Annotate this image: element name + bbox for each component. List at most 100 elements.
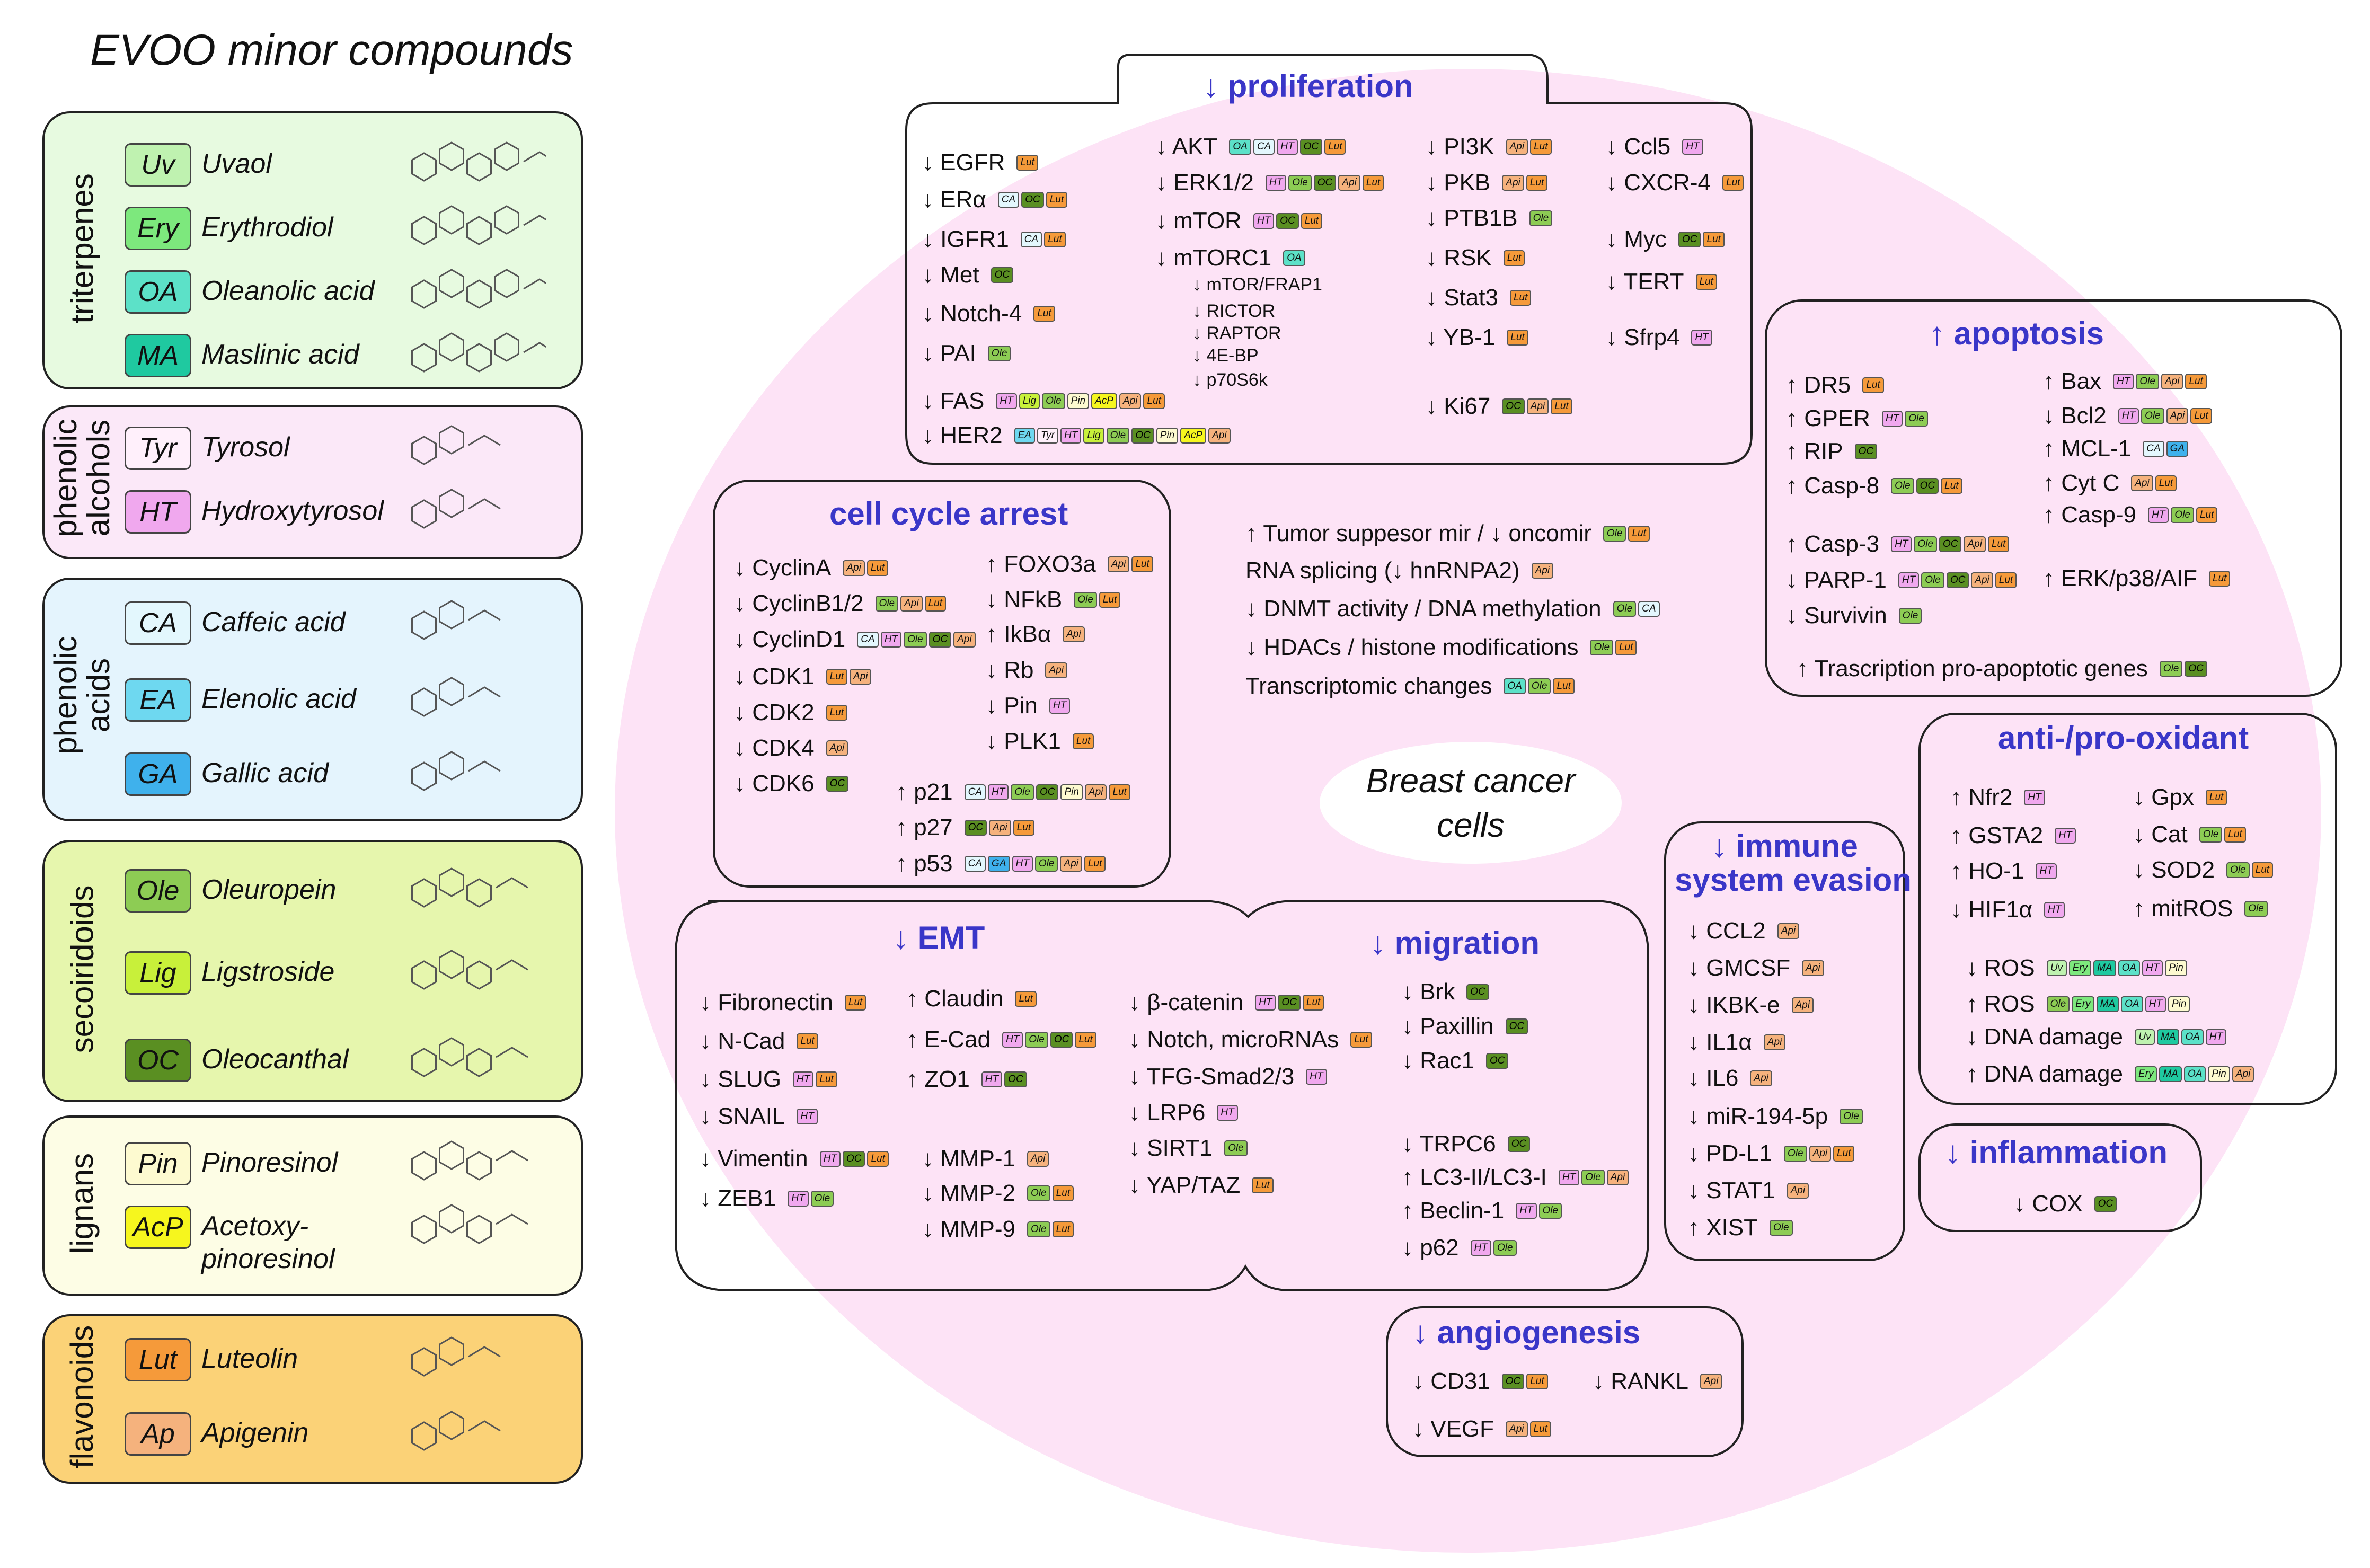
compound-tag-ht: HT (1898, 572, 1920, 588)
compound-tag-api: Api (1763, 1034, 1786, 1050)
compound-tag-api: Api (1809, 1146, 1831, 1162)
compound-tag-oc: OC (1507, 1136, 1531, 1152)
effect-label: ↑ RIP (1786, 438, 1843, 464)
compound-tag-tyr: Tyr (1037, 428, 1058, 444)
compound-tag-api: Api (1531, 563, 1554, 579)
molecule-structure-icon (411, 425, 501, 465)
compound-tag-oc: OC (1501, 1374, 1525, 1389)
compound-tag-ca: CA (964, 784, 986, 800)
compound-tags: Lut (1507, 330, 1528, 346)
compound-tags: Api (1750, 1070, 1772, 1086)
effect-label: ↓ FAS (922, 388, 985, 414)
compound-tag-api: Api (2166, 408, 2189, 424)
compound-tag-ole: Ole (1840, 1109, 1863, 1124)
compound-tag-api: Api (1750, 1070, 1772, 1086)
compound-tag-oc: OC (1485, 1053, 1509, 1069)
effect-label: ↓ Ccl5 (1606, 134, 1671, 160)
compound-tag-ht: HT (1891, 536, 1912, 552)
compound-tag-lut: Lut (1695, 274, 1717, 290)
effect-label: ↑ Claudin (906, 986, 1004, 1012)
compound-abbr: GA (125, 752, 191, 796)
compound-tag-lut: Lut (924, 596, 947, 612)
compound-tag-ca: CA (997, 192, 1020, 208)
compound-tag-ga: GA (988, 856, 1010, 872)
effect-label: ↑ DR5 (1786, 372, 1851, 398)
compound-name: Tyrosol (201, 432, 290, 463)
compound-tag-oc: OC (1299, 139, 1323, 155)
compound-tag-oc: OC (1131, 428, 1154, 444)
compound-tag-ole: Ole (2046, 996, 2070, 1012)
compound-tag-ht: HT (1558, 1170, 1580, 1185)
effect-label: ↑ IkBα (986, 621, 1051, 647)
compound-tags: OC (1507, 1136, 1531, 1152)
proliferation-box-outline (905, 54, 1753, 465)
inflammation-box (1918, 1123, 2202, 1232)
effect-label: ↓ MMP-9 (922, 1216, 1015, 1242)
effect-label: ↓ Gpx (2133, 784, 2194, 810)
compound-tag-oc: OC (1939, 536, 1962, 552)
effect-label: ↓ Fibronectin (700, 989, 833, 1015)
effect-label: ↑ p21 (896, 779, 953, 805)
effect-label: ↓ CyclinA (734, 555, 832, 581)
apoptosis-title: ↑ apoptosis (1929, 316, 2104, 351)
compound-tag-lut: Lut (826, 669, 848, 685)
compound-tag-api: Api (1506, 1421, 1528, 1437)
molecule-structure-icon (411, 600, 501, 640)
compound-tag-ht: HT (2205, 1029, 2227, 1045)
molecule-structure-icon (411, 1037, 528, 1077)
compound-tag-lut: Lut (1987, 536, 2010, 552)
compound-tags: OC (2094, 1196, 2117, 1212)
effect-label: ↓ RICTOR (1192, 301, 1276, 321)
compound-name: Hydroxytyrosol (201, 495, 384, 526)
compound-tag-ht: HT (1516, 1203, 1537, 1219)
effect-label: ↑ Cyt C (2043, 470, 2120, 496)
effect-label: ↓ VEGF (1412, 1416, 1494, 1442)
compound-tag-ht: HT (2044, 902, 2065, 918)
compound-abbr: AcP (125, 1206, 191, 1249)
compound-tag-ole: Ole (1011, 784, 1034, 800)
compound-tag-oc: OC (1004, 1071, 1027, 1087)
oxidant-box (1918, 713, 2337, 1105)
compound-tag-lut: Lut (2185, 374, 2207, 389)
compound-tag-ole: Ole (1898, 608, 1922, 624)
compound-tags: OA (1283, 250, 1305, 266)
effect-label: ↓ Rb (986, 657, 1034, 683)
compound-tag-pin: Pin (1060, 784, 1083, 800)
compound-tag-oa: OA (2121, 996, 2143, 1012)
effect-label: ↓ ZEB1 (700, 1185, 776, 1211)
compound-tag-lut: Lut (1615, 640, 1637, 655)
effect-label: ↓ Rac1 (1402, 1048, 1474, 1074)
compound-tag-ole: Ole (810, 1191, 834, 1207)
compound-tag-oc: OC (1854, 444, 1878, 459)
